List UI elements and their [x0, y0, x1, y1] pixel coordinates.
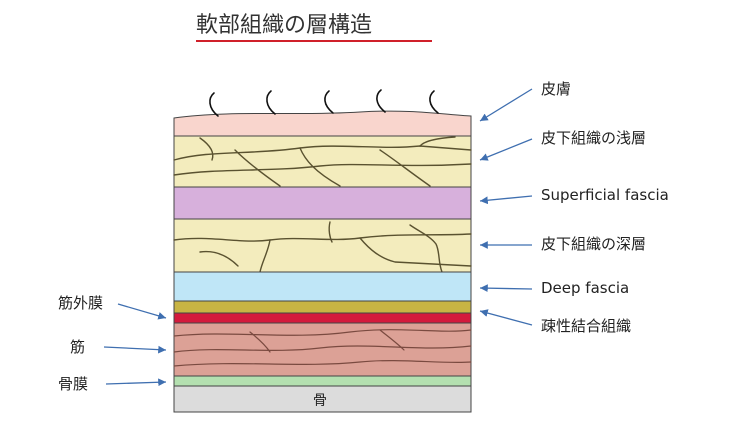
deep-fascia-layer	[173, 271, 472, 302]
bone-layer	[173, 385, 472, 413]
arrow-superficial-fascia	[479, 195, 533, 205]
arrow-periosteum	[105, 378, 167, 387]
hair-5	[429, 90, 439, 114]
crack-d1	[173, 233, 472, 242]
subcutaneous-superficial-layer	[173, 135, 472, 188]
crack-s6	[419, 136, 456, 147]
muscle-line-1	[173, 329, 472, 337]
label-bone: 骨	[313, 393, 327, 409]
periosteum-layer	[173, 375, 472, 387]
crack-s4	[299, 147, 341, 187]
crack-d5	[409, 224, 443, 273]
label-epimysium: 筋外膜	[58, 294, 103, 312]
label-subcutaneous-superficial: 皮下組織の浅層	[541, 129, 646, 147]
arrow-deep-fascia	[479, 284, 533, 293]
epimysium-layer	[173, 300, 472, 314]
skin-layer	[173, 110, 472, 137]
arrow-loose-connective	[479, 309, 533, 326]
label-superficial-fascia: Superficial fascia	[541, 186, 669, 204]
crack-d2	[259, 239, 271, 273]
muscle-line-5	[379, 329, 405, 351]
label-loose-connective: 疎性結合組織	[541, 317, 631, 335]
crack-s2	[173, 163, 472, 176]
crack-s7	[199, 137, 214, 161]
loose-connective-layer	[173, 312, 472, 324]
hair-1	[209, 92, 219, 117]
hair-3	[324, 90, 334, 114]
crack-s3	[234, 149, 281, 187]
label-subcutaneous-deep: 皮下組織の深層	[541, 235, 646, 253]
muscle-line-4	[249, 331, 271, 353]
hair-2	[266, 90, 276, 115]
hair-4	[376, 89, 386, 113]
diagram-title: 軟部組織の層構造	[196, 13, 372, 38]
muscle-line-3	[173, 359, 472, 367]
arrow-epimysium	[117, 303, 167, 320]
arrow-skin	[479, 88, 533, 122]
crack-d6	[199, 250, 239, 267]
label-deep-fascia: Deep fascia	[541, 279, 629, 297]
label-skin: 皮膚	[541, 80, 571, 98]
label-periosteum: 骨膜	[58, 375, 88, 393]
muscle-line-2	[173, 345, 472, 353]
crack-s5	[379, 149, 431, 187]
arrow-subcutaneous-superficial	[479, 138, 533, 161]
crack-d4	[359, 237, 472, 267]
arrow-muscle	[103, 345, 167, 354]
crack-d3	[328, 221, 333, 243]
label-muscle: 筋	[70, 338, 85, 356]
superficial-fascia-layer	[173, 186, 472, 220]
